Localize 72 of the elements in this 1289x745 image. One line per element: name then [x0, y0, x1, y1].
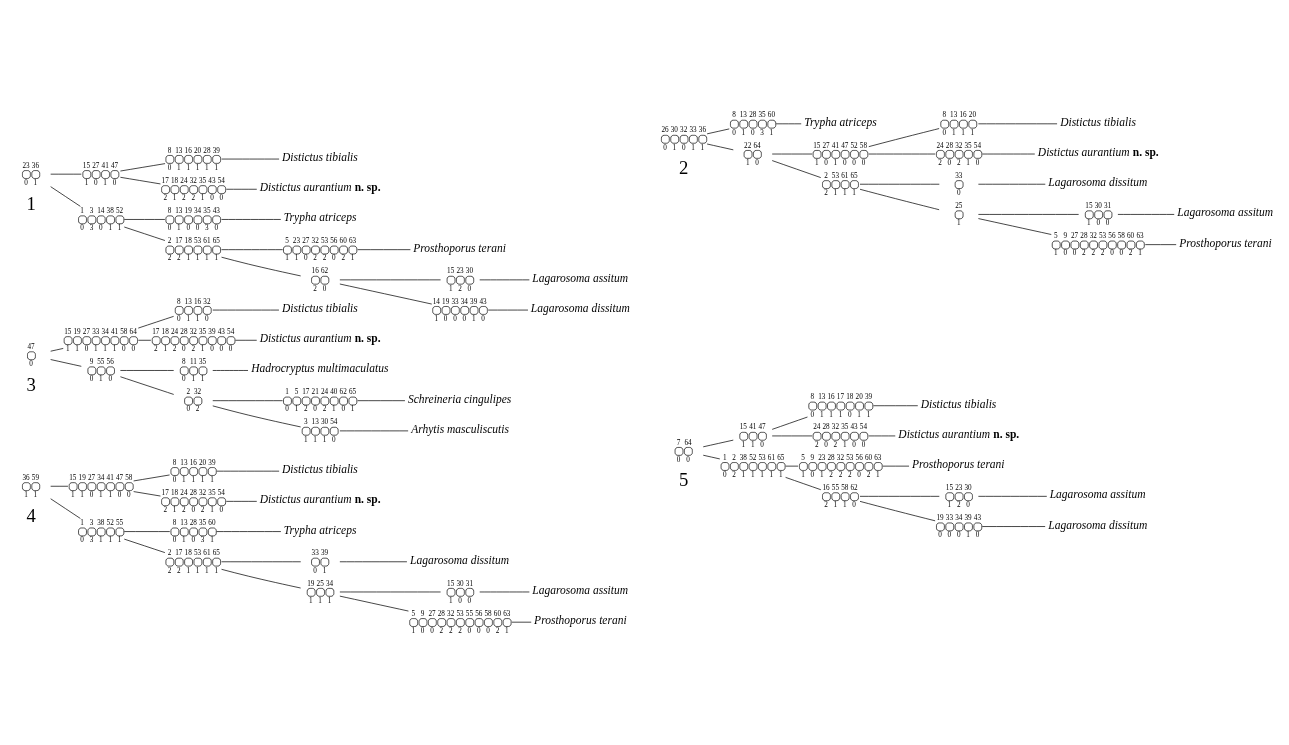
- connector: [212, 399, 283, 401]
- connector: [702, 454, 721, 459]
- node-text: Prosthoporus terani: [912, 457, 1005, 470]
- connector: [221, 256, 302, 276]
- connector: [50, 358, 82, 367]
- connector: [339, 595, 409, 611]
- node-text: Distictus tibialis: [282, 462, 358, 475]
- connector: [120, 162, 166, 171]
- connector: [221, 248, 284, 250]
- connector: [221, 218, 282, 220]
- connector: [981, 525, 1046, 527]
- connector: [785, 476, 822, 490]
- connector: [120, 369, 175, 371]
- node-text: Lagarosoma dissitum: [1048, 518, 1148, 531]
- node-text: Prosthoporus terani: [1179, 236, 1272, 249]
- node-text: Distictus aurantium n. sp.: [259, 180, 381, 193]
- label: 5: [679, 468, 689, 490]
- label: 1: [26, 192, 36, 214]
- connector: [123, 530, 171, 532]
- connector: [123, 218, 166, 220]
- node-text: Distictus tibialis: [1060, 115, 1136, 128]
- node-text: Lagarosoma dissitum: [410, 553, 510, 566]
- connector: [212, 405, 302, 427]
- connector: [133, 474, 170, 481]
- connector: [859, 188, 940, 210]
- node-text: Trypha atriceps: [804, 115, 877, 128]
- connector: [50, 347, 64, 352]
- node-text: Distictus tibialis: [282, 150, 358, 163]
- node-text: Distictus tibialis: [920, 397, 997, 410]
- node-text: Distictus tibialis: [282, 301, 358, 314]
- connector: [868, 127, 940, 147]
- node-text: Lagarosoma assitum: [1177, 205, 1274, 218]
- connector: [339, 283, 433, 304]
- label: 4: [26, 504, 36, 526]
- connector: [133, 490, 161, 496]
- node-text: Lagarosoma assitum: [532, 583, 629, 596]
- label: 3: [26, 373, 36, 395]
- connector: [702, 439, 734, 447]
- node-text: Distictus aurantium n. sp.: [898, 427, 1020, 440]
- node-text: Lagarosoma assitum: [532, 271, 629, 284]
- node-text: Distictus aurantium n. sp.: [259, 331, 381, 344]
- connector: [212, 369, 249, 371]
- node-text: Distictus aurantium n. sp.: [259, 492, 381, 505]
- connector: [50, 497, 81, 519]
- node-text: Arhytis masculiscutis: [411, 422, 509, 435]
- node-text: Trypha atriceps: [283, 210, 357, 223]
- connector: [706, 143, 734, 150]
- node-text: Prosthoporus terani: [534, 613, 627, 626]
- connector: [225, 500, 258, 502]
- connector: [771, 416, 808, 430]
- connector: [771, 159, 822, 178]
- node-text: Lagarosoma dissitum: [530, 301, 630, 314]
- node-text: Trypha atriceps: [283, 523, 357, 536]
- connector: [978, 217, 1052, 235]
- node-text: Lagarosoma dissitum: [1048, 175, 1148, 188]
- node-text: Schreineria cingulipes: [407, 392, 512, 405]
- connector: [123, 538, 166, 553]
- connector: [1117, 213, 1175, 215]
- connector: [120, 375, 175, 395]
- connector: [859, 500, 936, 521]
- connector: [216, 530, 282, 532]
- connector: [50, 185, 81, 207]
- connector: [706, 128, 730, 134]
- connector: [123, 226, 166, 241]
- node-text: Distictus aurantium n. sp.: [1037, 145, 1159, 158]
- node-text: Hadrocryptus multimaculatus: [251, 362, 389, 374]
- node-text: Lagarosoma assitum: [1049, 487, 1146, 500]
- connector: [221, 568, 302, 588]
- connector: [120, 176, 161, 184]
- label: 2: [679, 156, 689, 178]
- node-text: Prosthoporus terani: [413, 241, 506, 254]
- connector: [978, 213, 1079, 215]
